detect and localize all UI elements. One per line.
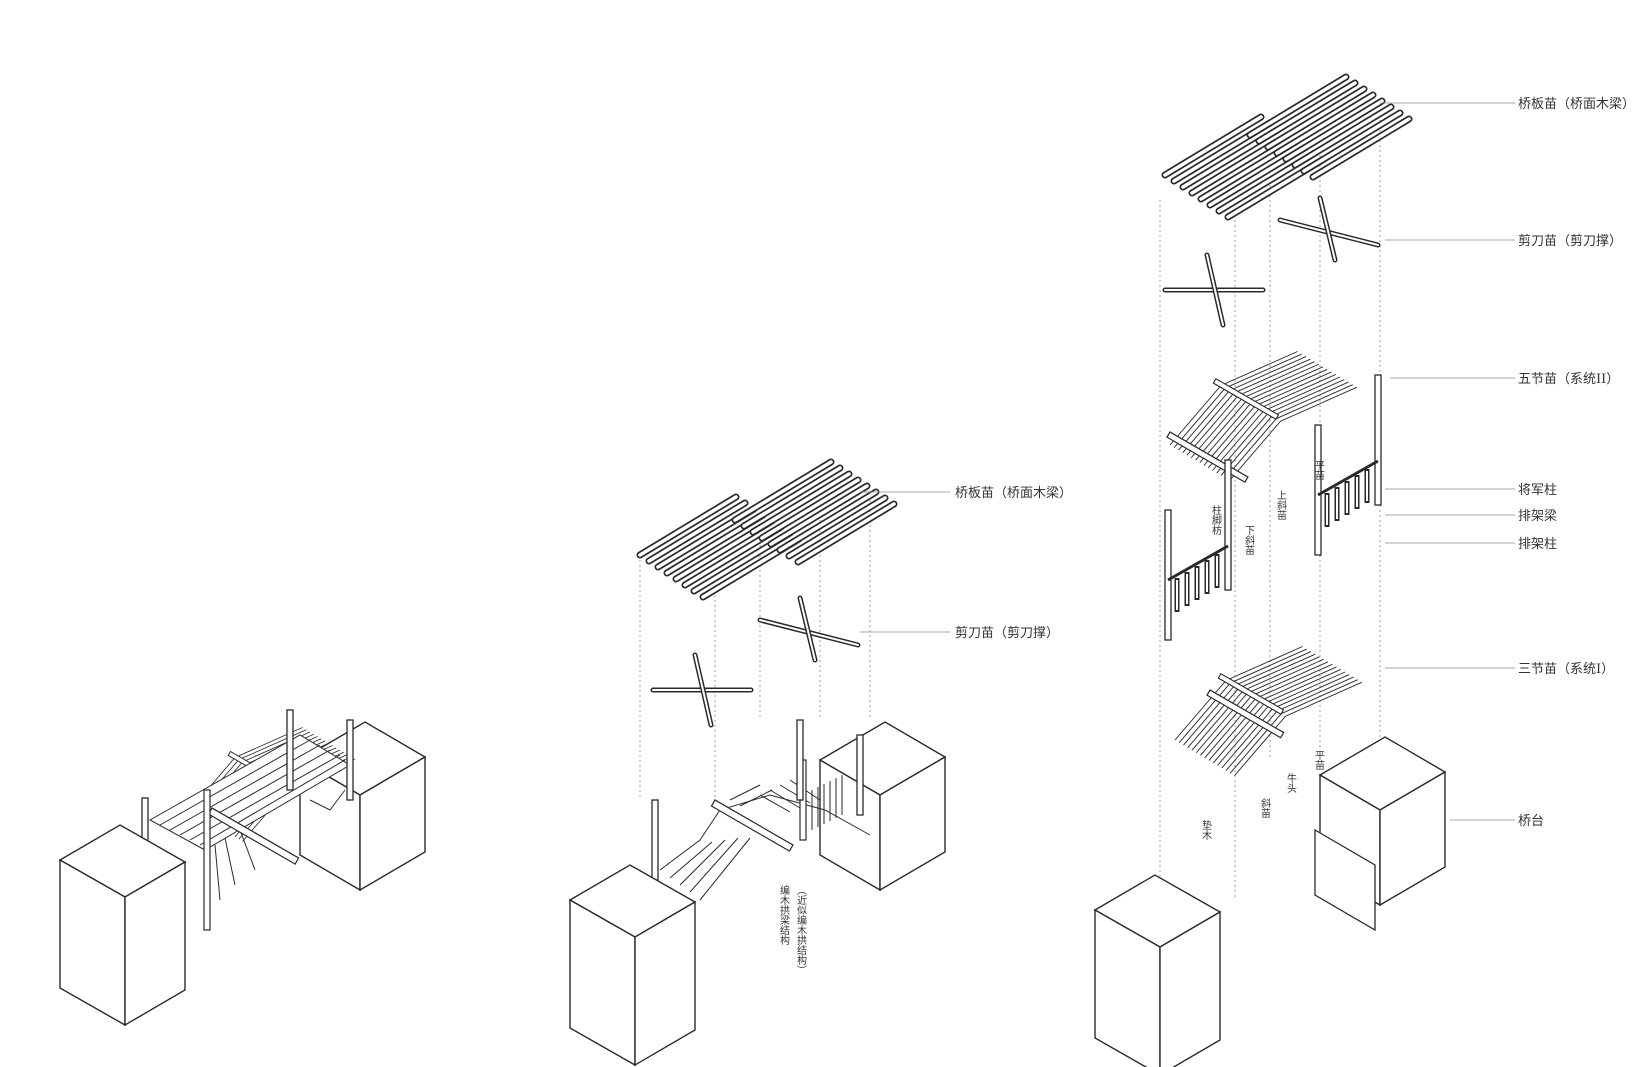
label-deck-beam-middle: 桥板苗（桥面木梁） <box>955 486 1072 501</box>
scissor-brace-right <box>760 598 858 660</box>
label-five-section: 五节苗（系统II） <box>1518 372 1619 387</box>
scissor-brace-upper <box>1280 198 1378 260</box>
scissor-brace-left <box>653 655 751 725</box>
label-woven-arch: 编木拱梁结构 <box>778 884 790 946</box>
label-lower-slant: 下斜苗 <box>1243 525 1255 556</box>
label-scissor-brace-right: 剪刀苗（剪刀撑） <box>1518 233 1622 249</box>
label-woven-note: （近似编木拱结构） <box>795 885 807 975</box>
deck-beams-top <box>640 462 894 597</box>
label-flat-lower: 平苗 <box>1313 750 1325 771</box>
label-rack-column: 排架柱 <box>1518 537 1557 552</box>
label-general-column: 将军柱 <box>1518 483 1557 498</box>
leader-lines-right <box>1380 102 1515 821</box>
scissor-brace-lower <box>1165 255 1263 325</box>
five-section-span <box>1166 350 1358 484</box>
deck-beams-top-right <box>1165 77 1409 217</box>
label-slant: 斜苗 <box>1259 797 1271 819</box>
label-pad-wood: 垫木 <box>1200 819 1212 841</box>
exploded-stage-two: 桥板苗（桥面木梁） 剪刀苗（剪刀撑） 五节苗（系统II） 将军柱 排架梁 排架柱… <box>1094 77 1635 1067</box>
three-section-span <box>1174 645 1363 777</box>
exploded-stage-one: 桥板苗（桥面木梁） 剪刀苗（剪刀撑） （近似编木拱结构） 编木拱梁结构 <box>569 462 1072 1066</box>
leader-lines-middle <box>860 491 950 633</box>
label-column-foot-beam: 柱脚枋 <box>1210 504 1222 536</box>
label-rack-beam: 排架梁 <box>1518 509 1557 524</box>
assembled-bridge <box>59 709 426 1026</box>
label-upper-slant: 上斜苗 <box>1275 490 1287 521</box>
label-abutment: 桥台 <box>1518 814 1544 829</box>
rack-frame-left <box>1165 460 1231 640</box>
label-flat-upper: 平苗 <box>1313 460 1325 481</box>
abutment-right <box>1314 736 1446 932</box>
label-deck-beam-right: 桥板苗（桥面木梁） <box>1518 97 1635 112</box>
rack-frame-right <box>1315 375 1381 555</box>
label-scissor-brace-middle: 剪刀苗（剪刀撑） <box>955 625 1059 641</box>
label-three-section: 三节苗（系统I） <box>1518 662 1614 677</box>
label-ox-head: 牛头 <box>1285 772 1297 794</box>
woven-arch <box>659 779 871 901</box>
